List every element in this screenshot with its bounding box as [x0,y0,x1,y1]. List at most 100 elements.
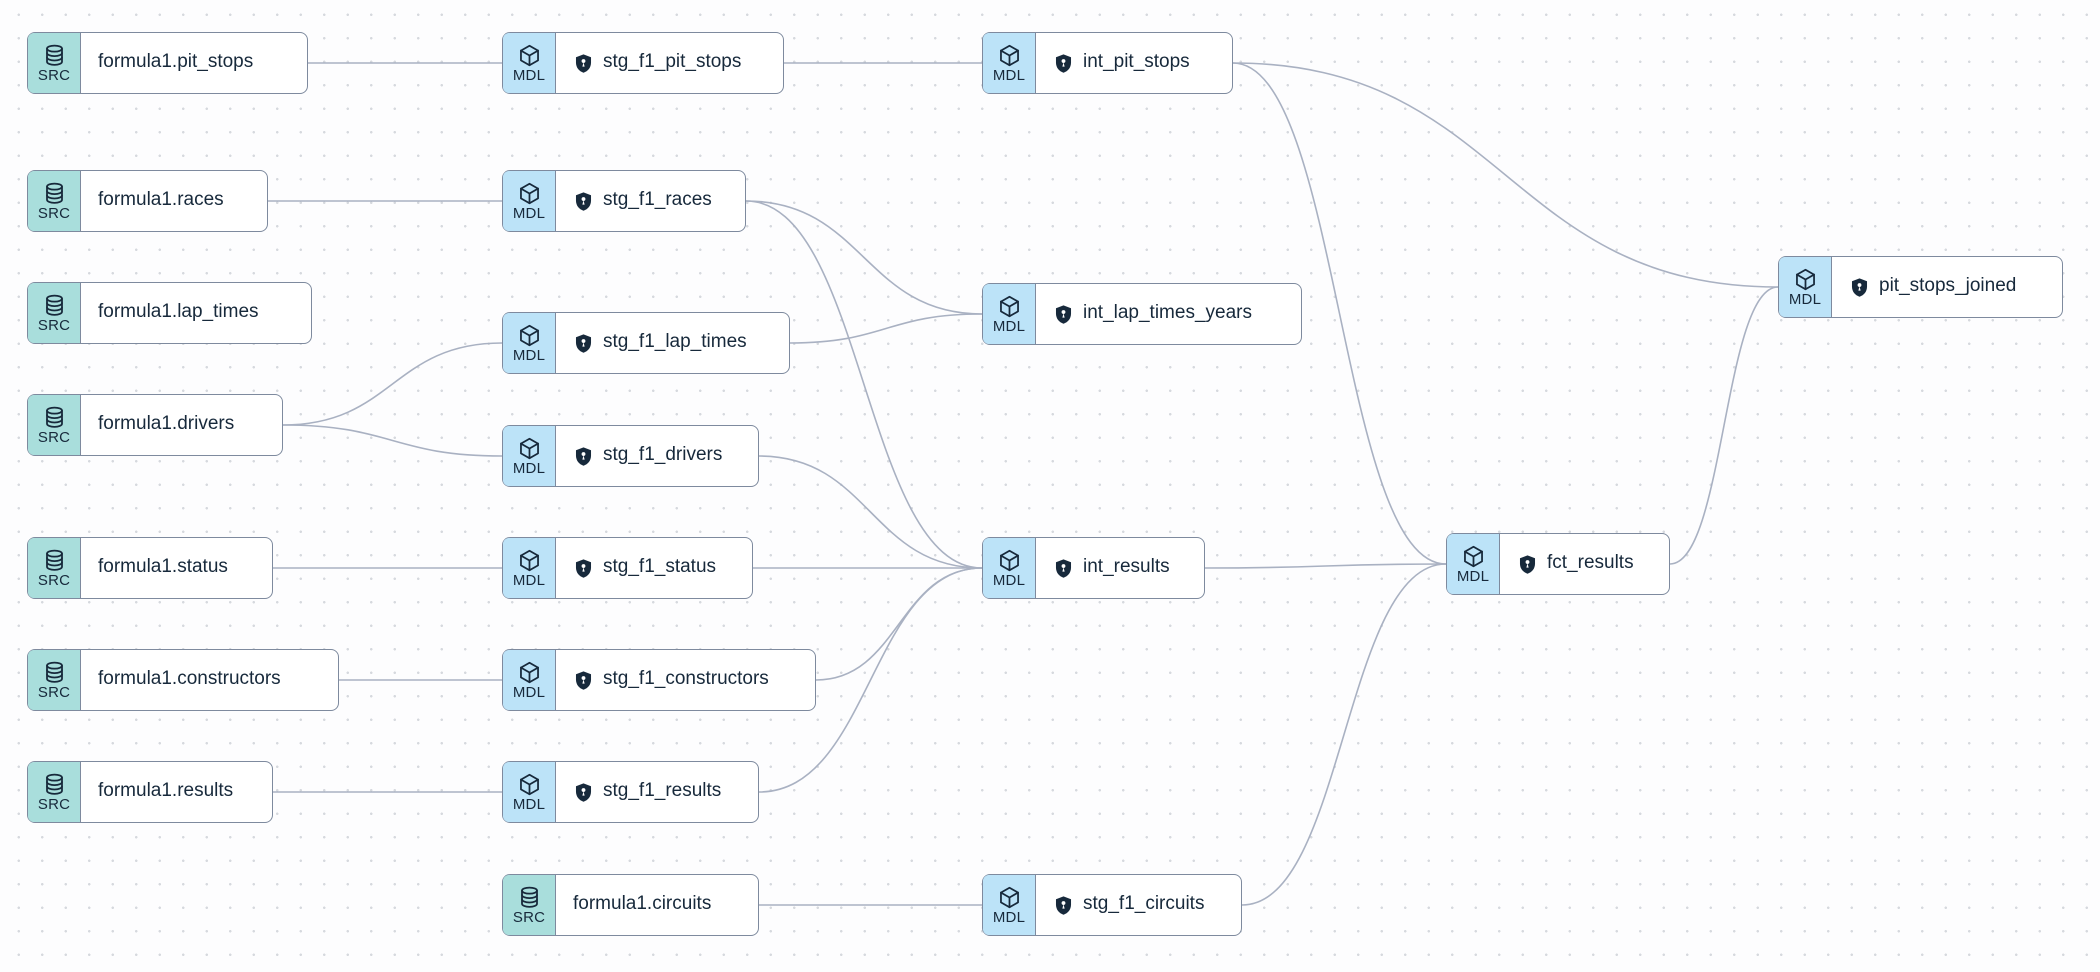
node-name-label: formula1.races [98,189,224,210]
cube-icon [999,549,1019,571]
lock-shield-icon [575,782,592,802]
node-name-label: stg_f1_results [603,780,722,801]
node-name-label: int_lap_times_years [1083,302,1252,323]
cube-icon [519,549,539,571]
edge-int_results-to-fct_results [1204,563,1447,569]
lock-shield-icon [1851,277,1868,297]
lock-shield-icon [575,333,592,353]
node-type-label: SRC [512,908,546,926]
node-body: int_lap_times_years [1036,284,1270,344]
cube-icon [1463,545,1483,567]
lineage-node-stg_f1_results[interactable]: MDL stg_f1_results [502,761,759,823]
database-icon [45,44,63,66]
node-type-label: SRC [37,316,71,334]
model-type-badge: MDL [983,538,1036,598]
node-type-label: MDL [992,66,1026,84]
node-name-label: stg_f1_status [603,556,717,577]
database-icon [45,661,63,683]
edge-formula1.drivers-to-stg_f1_drivers [282,424,503,457]
source-type-badge: SRC [28,171,81,231]
model-type-badge: MDL [503,538,556,598]
node-body: formula1.lap_times [81,283,277,343]
source-type-badge: SRC [28,283,81,343]
edge-stg_f1_races-to-int_results [745,200,983,569]
database-icon [520,886,538,908]
node-name-label: stg_f1_pit_stops [603,51,742,72]
node-name-label: formula1.constructors [98,668,281,689]
node-type-label: SRC [37,204,71,222]
lineage-node-formula1.lap_times[interactable]: SRC formula1.lap_times [27,282,312,344]
edge-stg_f1_drivers-to-int_results [758,455,983,569]
edge-stg_f1_results-to-int_results [758,567,983,793]
model-type-badge: MDL [1779,257,1832,317]
node-type-label: MDL [992,317,1026,335]
node-body: stg_f1_results [556,762,739,822]
model-type-badge: MDL [1447,534,1500,594]
cube-icon [519,773,539,795]
node-name-label: formula1.results [98,780,234,801]
node-body: pit_stops_joined [1832,257,2034,317]
database-icon [45,773,63,795]
lineage-node-int_lap_times_years[interactable]: MDL int_lap_times_years [982,283,1302,345]
node-type-label: MDL [512,204,546,222]
lock-shield-icon [575,446,592,466]
node-body: stg_f1_races [556,171,730,231]
database-icon [45,549,63,571]
lineage-node-pit_stops_joined[interactable]: MDL pit_stops_joined [1778,256,2063,318]
lineage-node-stg_f1_pit_stops[interactable]: MDL stg_f1_pit_stops [502,32,784,94]
lineage-node-formula1.races[interactable]: SRC formula1.races [27,170,268,232]
node-name-label: stg_f1_races [603,189,712,210]
node-type-label: MDL [512,795,546,813]
node-type-label: MDL [512,66,546,84]
node-body: formula1.pit_stops [81,33,271,93]
lock-shield-icon [1055,558,1072,578]
source-type-badge: SRC [28,395,81,455]
source-type-badge: SRC [28,33,81,93]
node-body: formula1.races [81,171,242,231]
lineage-node-formula1.constructors[interactable]: SRC formula1.constructors [27,649,339,711]
cube-icon [519,324,539,346]
model-type-badge: MDL [983,284,1036,344]
node-body: formula1.constructors [81,650,299,710]
node-name-label: pit_stops_joined [1879,275,2017,296]
lineage-node-int_results[interactable]: MDL int_results [982,537,1205,599]
edge-stg_f1_lap_times-to-int_lap_times_years [789,313,983,344]
database-icon [45,294,63,316]
node-name-label: formula1.status [98,556,228,577]
cube-icon [519,437,539,459]
lock-shield-icon [575,670,592,690]
node-type-label: MDL [512,346,546,364]
model-type-badge: MDL [503,313,556,373]
lineage-node-stg_f1_status[interactable]: MDL stg_f1_status [502,537,753,599]
node-body: formula1.results [81,762,251,822]
node-body: formula1.drivers [81,395,252,455]
database-icon [45,182,63,204]
cube-icon [519,661,539,683]
node-body: stg_f1_drivers [556,426,740,486]
edge-formula1.drivers-to-stg_f1_lap_times [282,342,503,426]
lock-shield-icon [1055,304,1072,324]
model-type-badge: MDL [503,650,556,710]
model-type-badge: MDL [983,33,1036,93]
lineage-node-stg_f1_races[interactable]: MDL stg_f1_races [502,170,746,232]
node-type-label: MDL [1788,290,1822,308]
node-type-label: MDL [1456,567,1490,585]
model-type-badge: MDL [503,33,556,93]
database-icon [45,406,63,428]
cube-icon [999,886,1019,908]
node-type-label: SRC [37,683,71,701]
node-name-label: int_results [1083,556,1170,577]
